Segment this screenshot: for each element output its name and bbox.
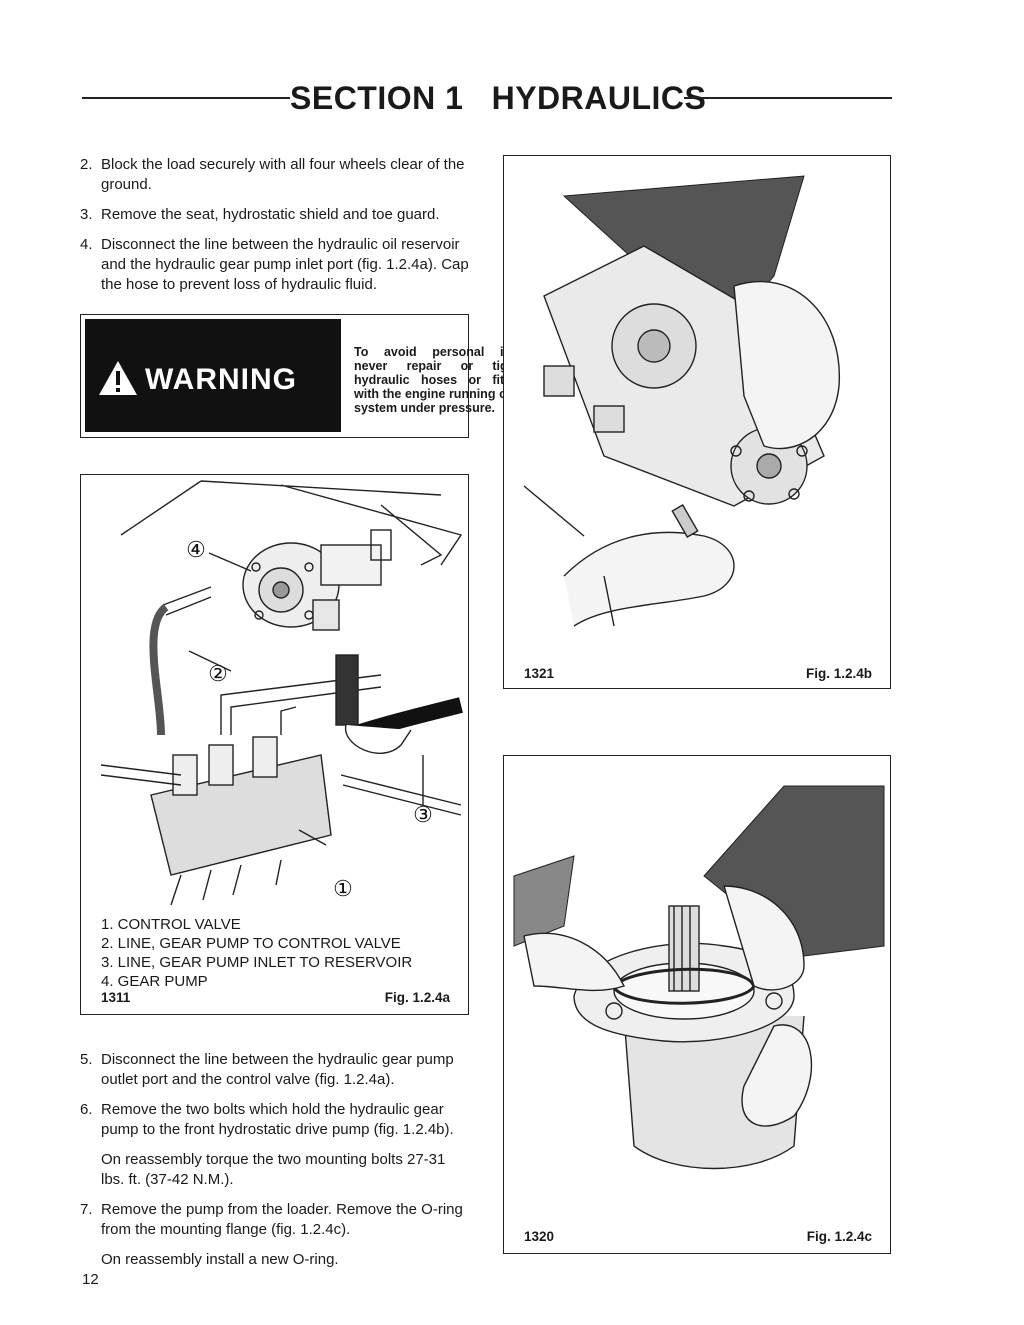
figure-caption: Fig. 1.2.4a — [384, 990, 450, 1005]
legend-item: 3. LINE, GEAR PUMP INLET TO RESERVOIR — [101, 954, 413, 971]
reassembly-note-torque: On reassembly torque the two mounting bo… — [101, 1151, 446, 1188]
figure-caption: Fig. 1.2.4c — [806, 1229, 872, 1244]
reassembly-note-oring: On reassembly install a new O-ring. — [101, 1251, 339, 1268]
step-7: 7. Remove the pump from the loader. Remo… — [80, 1200, 469, 1240]
figure-code: 1311 — [101, 990, 131, 1005]
warning-box: WARNING To avoid personal injury never r… — [80, 314, 534, 438]
figure-caption: Fig. 1.2.4b — [805, 666, 872, 681]
step-text: Disconnect the line between the hydrauli… — [101, 1051, 454, 1088]
control-valve-illustration: ④ ② ③ ① — [100, 480, 463, 906]
step-number: 3. — [80, 206, 93, 223]
step-number: 2. — [80, 156, 93, 173]
figure-1-2-4c: 1320 Fig. 1.2.4c — [503, 755, 891, 1254]
step-2: 2. Block the load securely with all four… — [80, 155, 469, 195]
page-number: 12 — [82, 1271, 99, 1288]
step-number: 7. — [80, 1201, 93, 1218]
o-ring-removal-illustration — [513, 785, 885, 1170]
step-text: Remove the pump from the loader. Remove … — [101, 1201, 463, 1238]
figure-code: 1321 — [524, 666, 555, 681]
pump-removal-illustration — [523, 175, 840, 627]
callout-4: ④ — [186, 537, 206, 562]
figure-1-2-4a: ④ ② ③ ① 1. CONTROL VALVE 2. LINE, GEAR P… — [80, 474, 469, 1015]
warning-label: WARNING — [145, 363, 297, 396]
figure-1-2-4b: 1321 Fig. 1.2.4b — [503, 155, 891, 689]
warning-triangle-icon — [99, 361, 137, 395]
warning-banner: WARNING — [85, 319, 341, 432]
figure-code: 1320 — [524, 1229, 555, 1244]
step-number: 4. — [80, 236, 93, 253]
step-number: 6. — [80, 1101, 93, 1118]
step-number: 5. — [80, 1051, 93, 1068]
step-4: 4. Disconnect the line between the hydra… — [80, 235, 469, 295]
callout-3: ③ — [413, 802, 433, 827]
steps-bottom: 5. Disconnect the line between the hydra… — [80, 1050, 469, 1280]
figure-legend: 1. CONTROL VALVE 2. LINE, GEAR PUMP TO C… — [101, 915, 412, 991]
legend-item: 4. GEAR PUMP — [101, 973, 208, 990]
step-text: Disconnect the line between the hydrauli… — [101, 236, 469, 293]
step-text: Block the load securely with all four wh… — [101, 156, 465, 193]
step-3: 3. Remove the seat, hydrostatic shield a… — [80, 205, 469, 225]
callout-1: ① — [333, 876, 353, 901]
callout-2: ② — [208, 661, 228, 686]
section-title: SECTION 1 HYDRAULICS — [290, 80, 707, 116]
step-text: Remove the seat, hydrostatic shield and … — [101, 206, 440, 223]
legend-item: 1. CONTROL VALVE — [101, 916, 241, 933]
steps-top: 2. Block the load securely with all four… — [80, 155, 469, 305]
step-6: 6. Remove the two bolts which hold the h… — [80, 1100, 469, 1140]
legend-item: 2. LINE, GEAR PUMP TO CONTROL VALVE — [101, 935, 401, 952]
header-rule-left — [82, 97, 290, 99]
warning-message: To avoid personal injury never repair or… — [354, 345, 534, 415]
step-5: 5. Disconnect the line between the hydra… — [80, 1050, 469, 1090]
section-header: SECTION 1 HYDRAULICS — [82, 78, 892, 118]
step-text: Remove the two bolts which hold the hydr… — [101, 1101, 454, 1138]
header-rule-right — [684, 97, 892, 99]
